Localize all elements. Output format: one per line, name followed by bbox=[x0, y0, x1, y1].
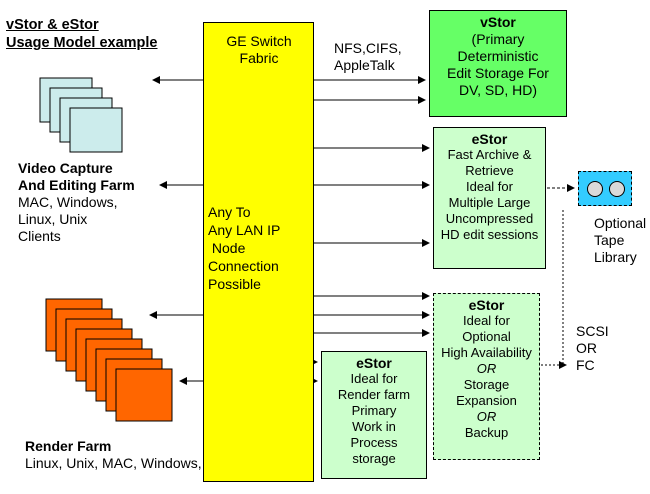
protocols-label: NFS,CIFS, AppleTalk bbox=[334, 40, 402, 73]
video-clients-icon bbox=[39, 77, 123, 153]
video-farm-label: Video Capture And Editing Farm MAC, Wind… bbox=[18, 160, 135, 244]
estor-render-box: eStor Ideal for Render farm Primary Work… bbox=[321, 351, 427, 479]
tape-library-label: Optional Tape Library bbox=[594, 215, 647, 265]
tape-library-icon bbox=[578, 171, 632, 206]
switch-label: GE Switch Fabric bbox=[226, 33, 292, 66]
estor-optional-box: eStor Ideal for Optional High Availabili… bbox=[433, 293, 540, 460]
tape-reel-icon bbox=[609, 181, 625, 197]
render-farm-label: Render Farm Linux, Unix, MAC, Windows, bbox=[25, 438, 202, 471]
diagram-title: vStor & eStor Usage Model example bbox=[6, 17, 158, 51]
render-clients-icon bbox=[45, 298, 173, 422]
ge-switch-fabric: GE Switch Fabric Any To Any LAN IP Node … bbox=[203, 22, 314, 482]
tape-reel-icon bbox=[587, 181, 603, 197]
vstor-box: vStor (Primary Deterministic Edit Storag… bbox=[429, 10, 567, 117]
scsi-label: SCSI OR FC bbox=[576, 323, 609, 373]
estor-archive-box: eStor Fast Archive & Retrieve Ideal for … bbox=[433, 127, 546, 269]
any-lan-note: Any To Any LAN IP Node Connection Possib… bbox=[208, 204, 281, 292]
